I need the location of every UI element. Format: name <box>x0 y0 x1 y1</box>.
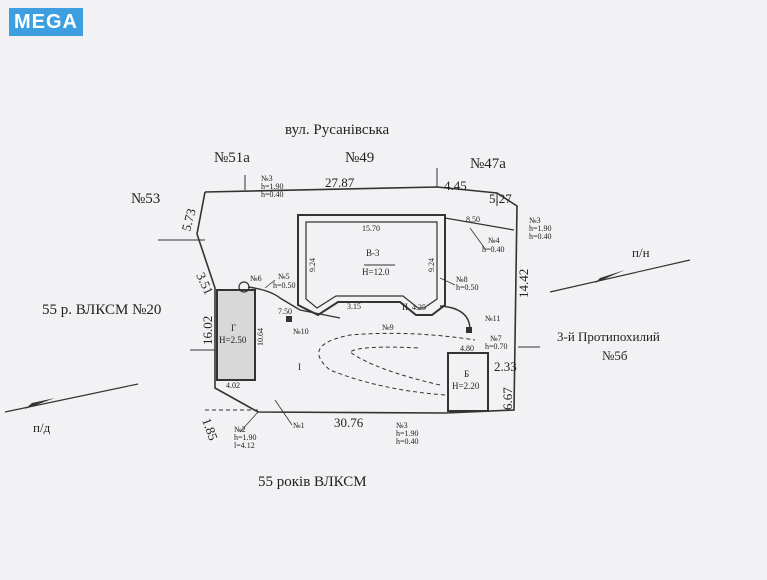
dim-right-mid: 2.33 <box>494 359 517 374</box>
dim-pool-bottom: 3.15 <box>347 302 361 311</box>
callout-3-top-id: №3 <box>261 174 273 183</box>
dim-bottom-left: 1.85 <box>199 416 221 443</box>
callout-3-bottom-b: h=0.40 <box>396 437 419 446</box>
dim-pool-corner: 4.25 <box>412 303 426 312</box>
callout-7-a: h=0.70 <box>485 342 508 351</box>
dim-top-main: 27.87 <box>325 175 355 190</box>
callout-4-id: №4 <box>488 236 500 245</box>
utility-line <box>247 286 341 319</box>
dim-pool-right: 9.24 <box>427 258 436 272</box>
garage-name: Г <box>231 323 236 333</box>
neighbor-47a-label: №47а <box>470 156 506 172</box>
arrow-east-label: п/н <box>632 245 650 260</box>
callout-3-bottom-a: h=1.90 <box>396 429 419 438</box>
dim-right-lower: 6.67 <box>500 387 515 410</box>
dim-pool-top: 15.70 <box>362 224 380 233</box>
neighbor-49-label: №49 <box>345 150 374 166</box>
callout-5-id: №5 <box>278 272 290 281</box>
mega-logo[interactable]: MEGA <box>9 8 83 36</box>
dim-top-corner: 5.27 <box>489 191 512 206</box>
callout-1-id: №1 <box>293 421 305 430</box>
main-building <box>297 214 446 317</box>
callout-3-right-b: h=0.40 <box>529 232 552 241</box>
street-west-label: 55 р. ВЛКСМ №20 <box>42 302 161 318</box>
arrow-west-label: п/д <box>33 420 51 435</box>
direction-arrow-east <box>549 259 691 293</box>
callout-3-bottom-id: №3 <box>396 421 408 430</box>
main-building-inner <box>305 221 438 309</box>
utility-line-right <box>439 305 471 331</box>
dim-shed-w: 4.80 <box>460 344 474 353</box>
callout-9-id: №9 <box>382 323 394 332</box>
plot-boundary <box>196 186 518 414</box>
neighbor-51a-label: №51а <box>214 150 250 166</box>
callout-11-id: №11 <box>485 314 500 323</box>
dim-garage-w: 4.02 <box>226 381 240 390</box>
callout-2-id: №2 <box>234 425 246 434</box>
dim-left-upper: 5.73 <box>178 207 198 233</box>
street-south-label: 55 років ВЛКСМ <box>258 474 367 490</box>
shed-building <box>447 352 489 412</box>
dim-left-diag: 3.51 <box>193 270 216 297</box>
street-north-label: вул. Русанівська <box>285 122 389 138</box>
well-marker <box>238 281 250 293</box>
dim-bottom: 30.76 <box>334 415 364 430</box>
callout-3-right-id: №3 <box>529 216 541 225</box>
callout-5-a: h=0.50 <box>273 281 296 290</box>
dim-pool-left: 9.24 <box>308 258 317 272</box>
path-8-50 <box>444 217 515 231</box>
callout-3-top-a: h=1.90 <box>261 182 284 191</box>
street-east-label-1: 3-й Протипохилий <box>557 329 660 344</box>
shed-name: Б <box>464 369 469 379</box>
callout-7-id: №7 <box>490 334 502 343</box>
dim-top-right: 4.45 <box>444 178 467 193</box>
main-building-height: Н=12.0 <box>362 267 390 277</box>
callout-8-id: №8 <box>456 275 468 284</box>
garage-height: Н=2.50 <box>219 335 247 345</box>
neighbor-53-label: №53 <box>131 191 160 207</box>
garage-building <box>216 289 256 381</box>
shed-height: Н=2.20 <box>452 381 480 391</box>
direction-arrow-west <box>4 383 139 413</box>
yard-mark-i: I <box>298 362 301 372</box>
callout-2-a: h=1.90 <box>234 433 257 442</box>
dim-left-lower: 16.02 <box>200 316 215 345</box>
dim-walk: 7.50 <box>278 307 292 316</box>
dim-garage-h: 10.64 <box>256 328 265 346</box>
callout-3-top-b: h=0.40 <box>261 190 284 199</box>
driveway-curve-outer <box>318 332 476 396</box>
callout-8-a: h=0.50 <box>456 283 479 292</box>
callout-6-id: №6 <box>250 274 262 283</box>
main-building-name: В-3 <box>366 248 380 258</box>
dim-path-top: 8.50 <box>466 215 480 224</box>
yard-mark-ii: II <box>402 302 408 312</box>
callout-4-a: h=0.40 <box>482 245 505 254</box>
callout-3-right-a: h=1.90 <box>529 224 552 233</box>
callout-2-b: l=4.12 <box>234 441 255 450</box>
dim-right-upper: 14.42 <box>516 269 531 298</box>
driveway-curve-inner <box>349 346 441 386</box>
street-east-label-2: №5б <box>602 348 628 363</box>
callout-10-id: №10 <box>293 327 309 336</box>
